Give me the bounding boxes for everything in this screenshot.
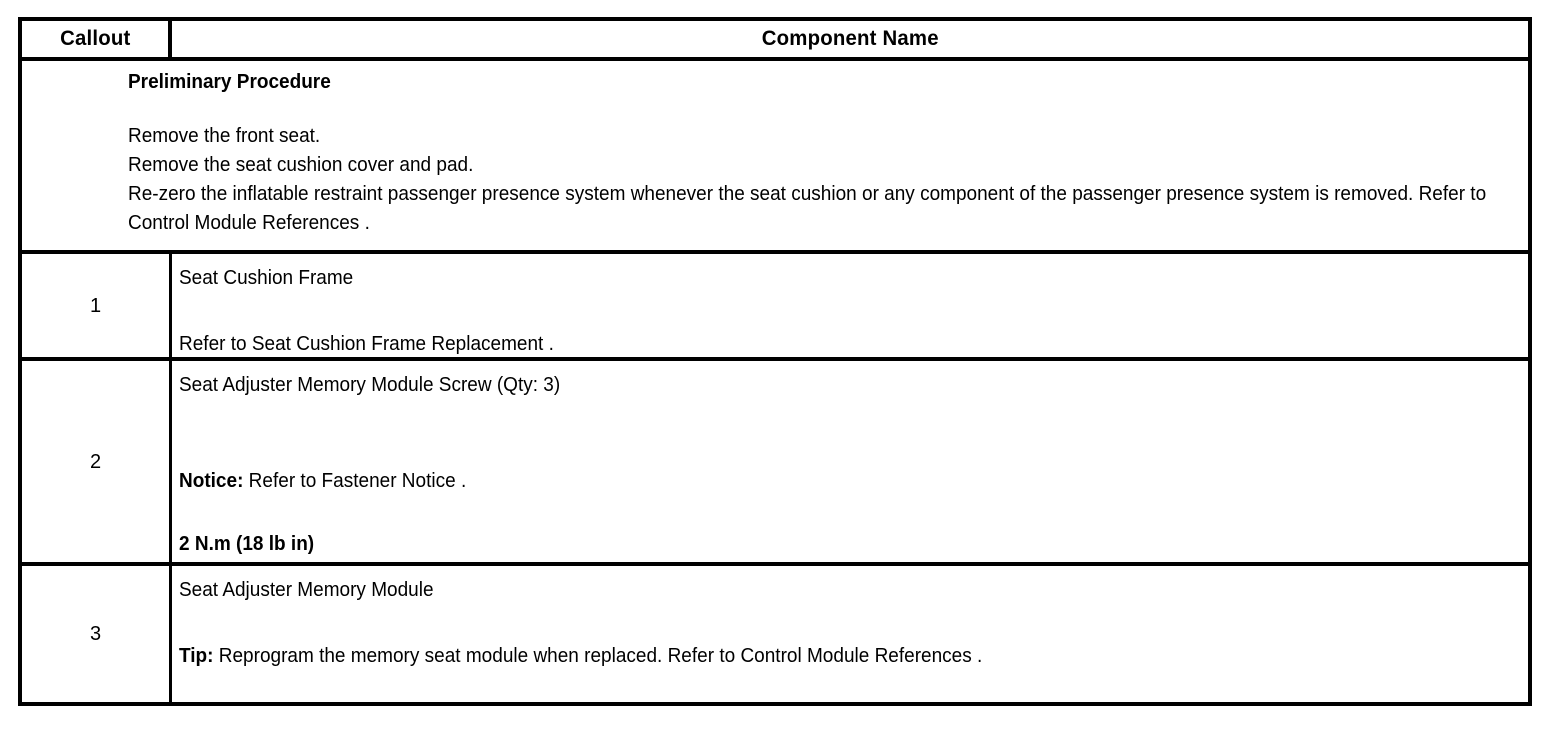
preliminary-step-2: Remove the seat cushion cover and pad. <box>128 154 474 176</box>
header-cell-component-name: Component Name <box>172 21 1528 57</box>
table-row: 1 Seat Cushion Frame Refer to Seat Cushi… <box>22 254 1528 357</box>
table-header-row: Callout Component Name <box>22 21 1528 61</box>
tip-label-3: Tip: <box>179 645 214 667</box>
torque-spec-2: 2 N.m (18 lb in) <box>179 533 315 555</box>
notice-label-2: Notice: <box>179 470 244 492</box>
callout-number-1: 1 <box>22 254 172 357</box>
tip-text-3: Reprogram the memory seat module when re… <box>213 645 983 667</box>
header-cell-callout: Callout <box>22 21 172 57</box>
preliminary-procedure-title: Preliminary Procedure <box>128 71 331 93</box>
callout-component-table: Callout Component Name Preliminary Proce… <box>18 17 1532 706</box>
component-cell-1: Seat Cushion Frame Refer to Seat Cushion… <box>172 254 1528 357</box>
preliminary-step-3: Re-zero the inflatable restraint passeng… <box>128 183 1487 234</box>
notice-text-2: Refer to Fastener Notice . <box>243 470 467 492</box>
component-cell-2: Seat Adjuster Memory Module Screw (Qty: … <box>172 361 1528 562</box>
component-name-2: Seat Adjuster Memory Module Screw (Qty: … <box>179 374 561 396</box>
preliminary-step-1: Remove the front seat. <box>128 125 321 147</box>
callout-number-2: 2 <box>22 361 172 562</box>
component-tip-3: Tip: Reprogram the memory seat module wh… <box>179 646 982 666</box>
callout-number-3: 3 <box>22 566 172 702</box>
preliminary-procedure-row: Preliminary Procedure Remove the front s… <box>22 61 1528 254</box>
component-notice-2: Notice: Refer to Fastener Notice . <box>179 471 466 491</box>
component-name-1: Seat Cushion Frame <box>179 267 354 289</box>
preliminary-procedure-content: Preliminary Procedure Remove the front s… <box>128 61 1522 250</box>
table-row: 3 Seat Adjuster Memory Module Tip: Repro… <box>22 562 1528 702</box>
component-cell-3: Seat Adjuster Memory Module Tip: Reprogr… <box>172 566 1528 702</box>
component-name-3: Seat Adjuster Memory Module <box>179 579 434 601</box>
component-reference-1: Refer to Seat Cushion Frame Replacement … <box>179 333 554 355</box>
header-label-component-name: Component Name <box>761 27 939 50</box>
header-label-callout: Callout <box>59 27 131 50</box>
table-row: 2 Seat Adjuster Memory Module Screw (Qty… <box>22 357 1528 562</box>
preliminary-procedure-steps: Remove the front seat. Remove the seat c… <box>128 122 1522 238</box>
